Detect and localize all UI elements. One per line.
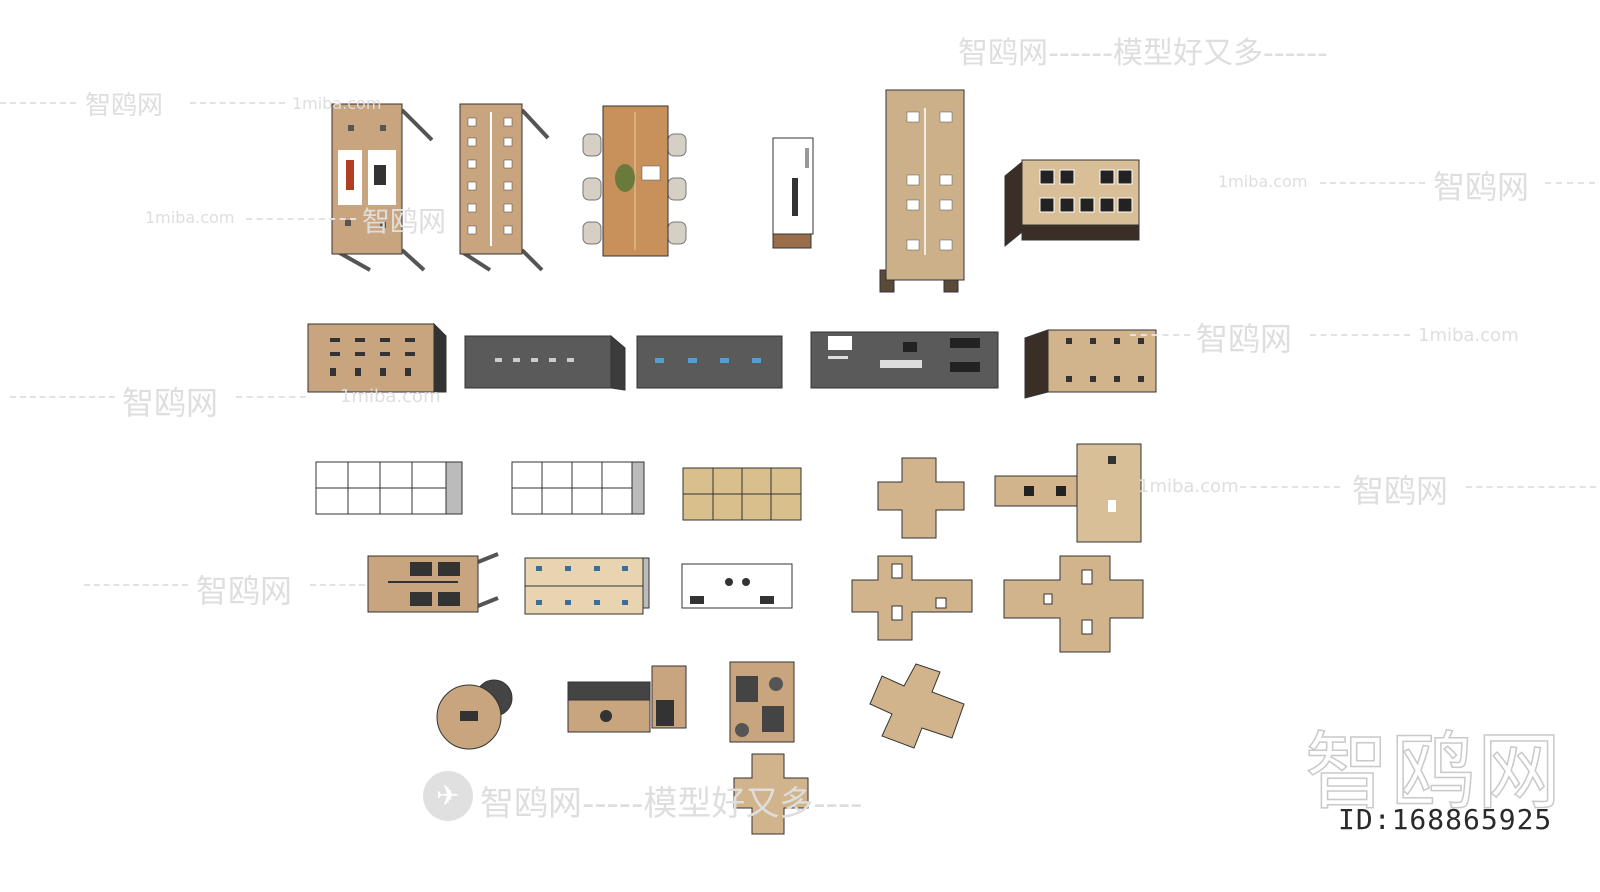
round-table-with-chair [436,679,513,750]
table-wood-multi-seat [459,103,550,272]
dining-table-with-chairs [582,105,687,257]
white-open-desk [681,563,793,609]
cross-desk-large-1 [994,443,1142,543]
wood-bench-desk-dark-side [1024,329,1157,399]
model-id-label: ID:168865925 [1338,803,1553,836]
watermark-dash [10,396,115,398]
watermark-dash [1545,182,1595,184]
watermark-big-logo: 智鸥网 [1304,722,1564,822]
charcoal-desk-with-laptops [810,331,999,389]
watermark-dash [1240,486,1340,488]
watermark-dash [246,218,356,220]
rotated-cross-desk [869,663,965,749]
cross-desk-monitors-1 [851,555,973,641]
watermark-dash [84,584,188,586]
beige-workstation-8-seat [682,467,802,521]
wood-bench-desk-slots [307,322,447,393]
cross-desk-4-seat-1 [877,457,965,539]
watermark-dash [236,396,306,398]
table-wood-two-screens [331,103,434,272]
watermark-dash [1320,182,1425,184]
white-desk-with-monitor [772,137,814,249]
compact-office-unit-2 [729,661,795,743]
watermark-dash [1466,486,1596,488]
wood-desk-with-laptops [367,552,499,613]
watermark-dash [310,584,365,586]
display-cabinet-with-frames [1004,159,1140,248]
cross-desk-monitors-2 [1003,555,1144,653]
charcoal-bench-desk-1 [464,334,626,391]
watermark-dash [1130,334,1190,336]
wrench-bird-logo-icon: ✈ [423,771,473,821]
white-workstation-8-seat-1 [315,461,463,515]
watermark-dash [0,102,76,104]
watermark-dash [190,102,285,104]
charcoal-bench-desk-2 [636,335,783,389]
small-cross-desk-bottom [733,753,809,835]
compact-office-unit-1 [567,665,687,733]
long-conference-table [879,89,965,293]
light-wood-workstation [524,557,650,615]
watermark-dash [1310,334,1410,336]
white-workstation-8-seat-2 [511,461,645,515]
